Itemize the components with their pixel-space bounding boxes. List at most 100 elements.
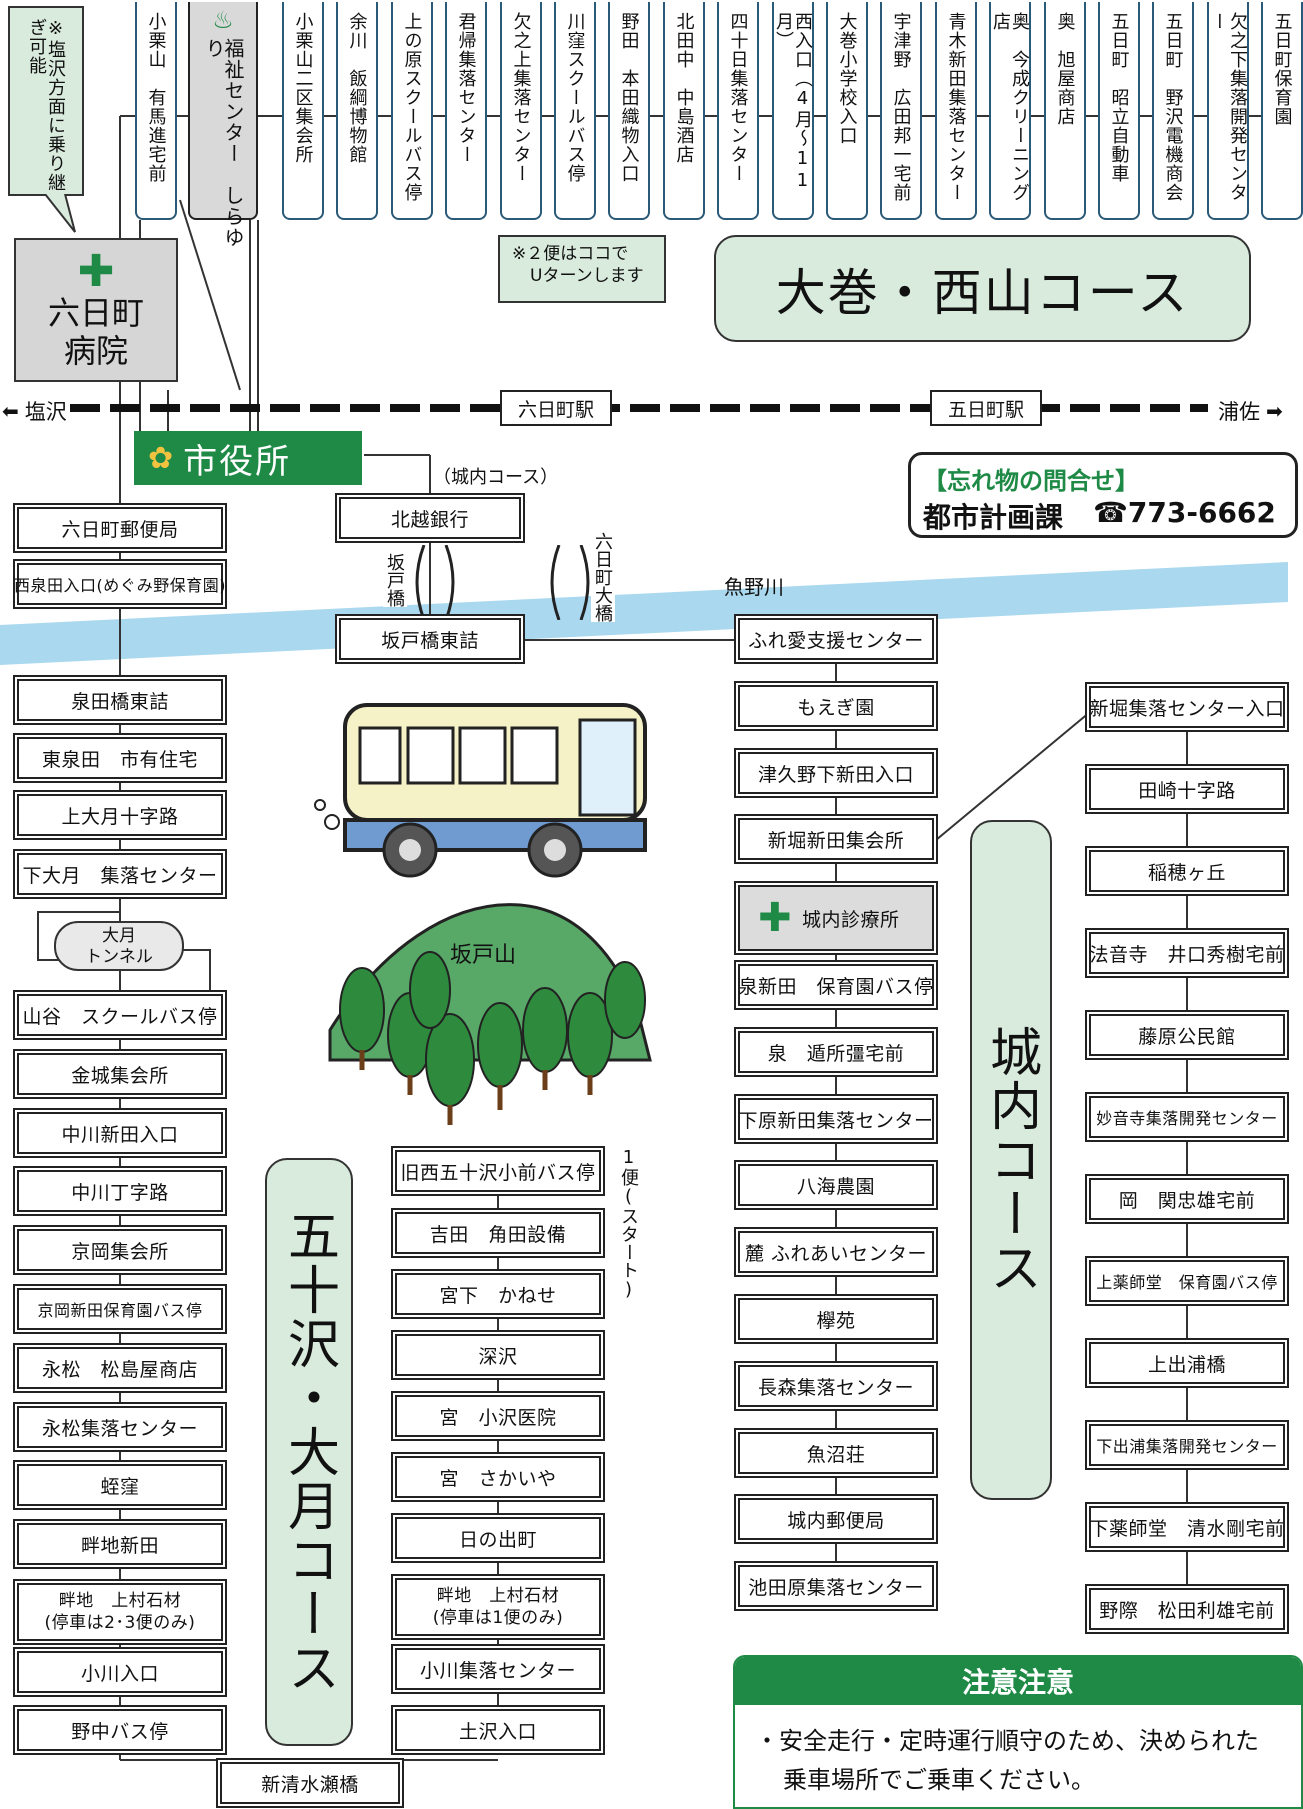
city-hall: ✿ 市役所: [134, 431, 362, 485]
stop-label: 五日町保育園: [1271, 12, 1293, 126]
river-shape: [0, 562, 1288, 665]
city-logo-icon: ✿: [148, 440, 174, 476]
clinic-box: ✚城内診療所: [738, 885, 934, 951]
jonai-stop: 欅苑: [738, 1298, 934, 1340]
cross-icon: ✚: [77, 246, 115, 297]
uturn-note: ※２便はココで Uターンします: [498, 235, 666, 303]
start-note: 1便(スタート): [618, 1147, 639, 1300]
right-stop: 藤原公民館: [1089, 1014, 1285, 1056]
top-stop-box: 余川 飯綱博物館: [336, 2, 378, 220]
railway-west: ⬅塩沢: [2, 396, 67, 426]
mountain-name: 坂戸山: [450, 943, 517, 968]
bus-illustration: [314, 703, 647, 878]
left-stop: 小川入口: [17, 1651, 223, 1693]
top-stop-box: 五日町 野沢電機商会: [1152, 2, 1194, 220]
right-stop: 上出浦橋: [1089, 1342, 1285, 1384]
right-stop: 法音寺 井口秀樹宅前: [1089, 932, 1285, 974]
jonai-stop: 魚沼荘: [738, 1432, 934, 1474]
stop-label: 福祉センター しらゆり: [202, 38, 245, 248]
river-name: 魚野川: [724, 575, 784, 599]
right-stop: 上薬師堂 保育園バス停: [1089, 1260, 1285, 1302]
stop-label: 四十日集落センター: [727, 12, 749, 183]
mid-stop: 旧西五十沢小前バス停: [395, 1150, 601, 1192]
left-stop: 六日町郵便局: [17, 507, 223, 549]
top-stop-box: 上の原スクールバス停: [391, 2, 433, 220]
lost-found-box: 【忘れ物の問合せ】 都市計画課 ☎773-6662: [908, 452, 1298, 538]
caution-box: 注意注意 ・安全走行・定時運行順守のため、決められた 乗車場所でご乗車ください。: [733, 1655, 1303, 1809]
top-stop-box: 四十日集落センター: [717, 2, 759, 220]
left-stop: 永松 松島屋商店: [17, 1347, 223, 1389]
stop-sakado-east: 坂戸橋東詰: [339, 618, 521, 660]
mid-stop: 宮下 かねせ: [395, 1273, 601, 1315]
stop-label: 君帰集落センター: [455, 12, 477, 164]
bridge-muikamachi: 六日町大橋: [591, 532, 615, 622]
right-stop: 田崎十字路: [1089, 768, 1285, 810]
bridge-sakado: 坂戸橋: [383, 553, 407, 607]
welfare-center-box: ♨ 福祉センター しらゆり: [188, 2, 258, 248]
left-stop: 中川新田入口: [17, 1112, 223, 1154]
top-stop-box: 奥 今成クリーニング店: [989, 2, 1031, 220]
jonai-stop: 池田原集落センター: [738, 1565, 934, 1607]
mid-stop: 畔地 上村石材(停車は1便のみ): [395, 1578, 601, 1636]
jonai-stop: 麓 ふれあいセンター: [738, 1231, 934, 1273]
stop-label: 宇津野 広田邦一宅前: [890, 12, 912, 202]
right-stop: 下出浦集落開発センター: [1089, 1424, 1285, 1466]
mid-stop: 日の出町: [395, 1517, 601, 1559]
left-stop: 中川丁字路: [17, 1170, 223, 1212]
mid-stop: 土沢入口: [395, 1709, 601, 1751]
stop-label: 奥 旭屋商店: [1054, 12, 1076, 126]
jonai-stop: ふれ愛支援センター: [738, 618, 934, 660]
top-stop-box: 西入口（4月～11月）: [772, 2, 814, 220]
right-stop: 稲穂ヶ丘: [1089, 850, 1285, 892]
top-stop-box: 君帰集落センター: [445, 2, 487, 220]
stop-label: 西入口（4月～11月）: [773, 12, 813, 192]
right-stop: 新堀集落センター入口: [1089, 686, 1285, 728]
right-stop: 野際 松田利雄宅前: [1089, 1588, 1285, 1630]
top-stop-box: 欠之上集落センター: [500, 2, 542, 220]
nishiyama-course-label: 大巻・西山コース: [714, 235, 1251, 342]
right-stop: 妙音寺集落開発センター: [1089, 1096, 1285, 1138]
top-stop-box: 野田 本田織物入口: [608, 2, 650, 220]
top-stop-box: 青木新田集落センター: [935, 2, 977, 220]
top-stop-box: 北田中 中島酒店: [663, 2, 705, 220]
callout-tail: [44, 194, 76, 233]
left-stop: 山谷 スクールバス停: [17, 994, 223, 1036]
jonai-stop: 津久野下新田入口: [738, 752, 934, 794]
stop-label: 余川 飯綱博物館: [346, 12, 368, 164]
jonai-stop: もえぎ園: [738, 685, 934, 727]
stop-label: 小栗山 有馬進宅前: [145, 12, 167, 183]
railway-east: 浦佐➡: [1218, 396, 1283, 426]
left-stop: 西泉田入口(めぐみ野保育園): [14, 563, 225, 605]
stop-label: 欠之上集落センター: [510, 12, 532, 183]
transfer-note: ※塩沢方面に乗り継ぎ可能: [8, 6, 84, 196]
bridge-rails-1: [415, 545, 455, 620]
jonai-stop: 新堀新田集会所: [738, 818, 934, 860]
top-stop-box: 大巻小学校入口: [826, 2, 868, 220]
top-stop-box: 欠之下集落開発センター: [1207, 2, 1249, 220]
otsuki-tunnel: 大月トンネル: [54, 921, 184, 971]
jonai-course-caption: （城内コース）: [433, 467, 559, 488]
jonai-stop: 八海農園: [738, 1164, 934, 1206]
hospital-name-2: 病院: [63, 332, 128, 370]
right-stop: 下薬師堂 清水剛宅前: [1089, 1506, 1285, 1548]
stop-label: 五日町 昭立自動車: [1108, 12, 1130, 183]
stop-label: 欠之下集落開発センター: [1208, 12, 1248, 202]
top-stop-box: 小栗山二区集会所: [282, 2, 324, 220]
stop-box: 小栗山 有馬進宅前: [135, 2, 177, 220]
cross-icon: ✚: [758, 895, 793, 941]
stop-label: 上の原スクールバス停: [401, 12, 423, 202]
onsen-icon: ♨: [212, 6, 234, 34]
jonai-stop: 泉 遁所彊宅前: [738, 1031, 934, 1073]
left-stop: 京岡集会所: [17, 1229, 223, 1271]
left-stop: 畔地新田: [17, 1523, 223, 1565]
top-stop-box: 奥 旭屋商店: [1044, 2, 1086, 220]
jonai-stop: 城内郵便局: [738, 1498, 934, 1540]
top-stop-box: 宇津野 広田邦一宅前: [880, 2, 922, 220]
left-stop: 永松集落センター: [17, 1406, 223, 1448]
stop-label: 青木新田集落センター: [945, 12, 967, 202]
stop-shinshimizuse-bridge: 新清水瀬橋: [220, 1762, 400, 1804]
jonai-stop: 下原新田集落センター: [738, 1098, 934, 1140]
stop-label: 小栗山二区集会所: [292, 12, 314, 164]
stop-label: 北田中 中島酒店: [673, 12, 695, 164]
